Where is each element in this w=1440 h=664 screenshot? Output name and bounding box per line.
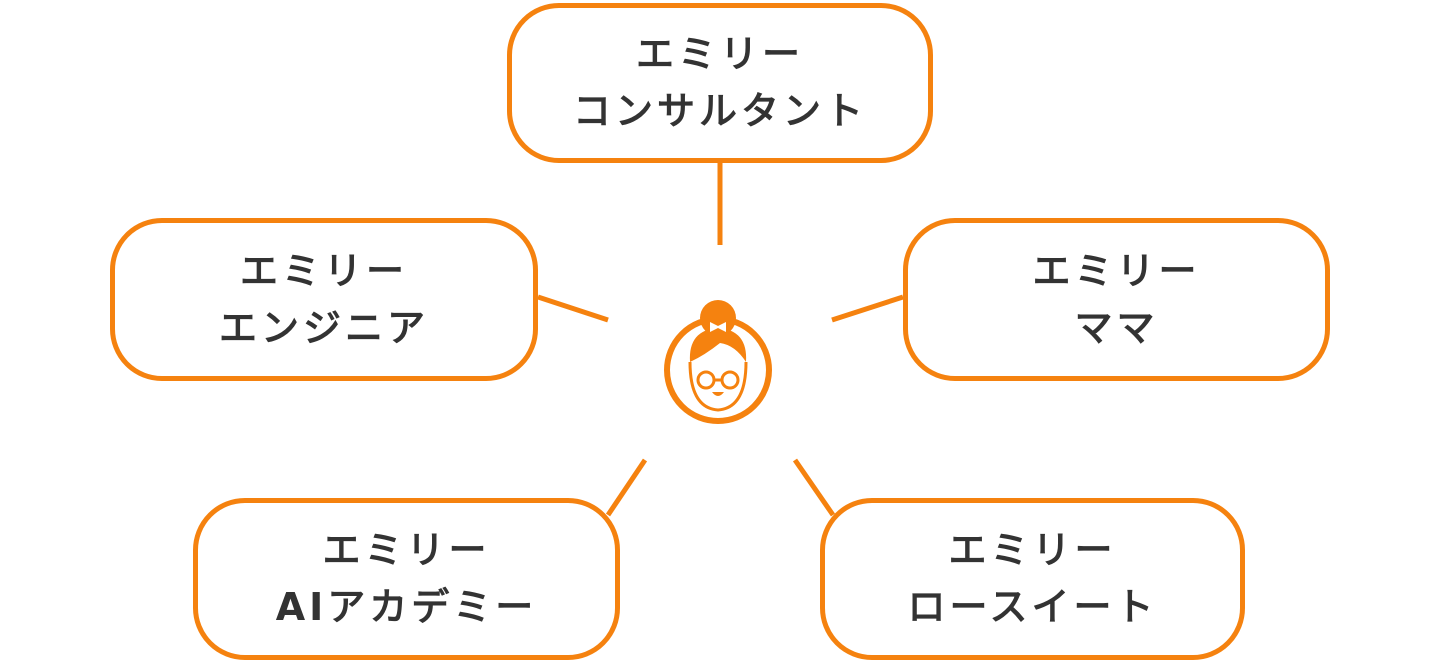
node-engineer: エミリー エンジニア	[110, 218, 538, 381]
node-ai-academy: エミリー AIアカデミー	[193, 498, 620, 660]
node-subtitle: AIアカデミー	[275, 585, 538, 629]
connector-right	[831, 294, 904, 323]
node-title: エミリー	[1032, 248, 1201, 293]
node-subtitle: コンサルタント	[572, 89, 867, 133]
node-subtitle: ロースイート	[907, 585, 1158, 629]
node-title: エミリー	[239, 248, 408, 293]
emily-avatar-icon	[664, 300, 772, 424]
node-mama: エミリー ママ	[903, 218, 1330, 381]
connector-left	[537, 294, 609, 323]
connector-bottom-left	[605, 458, 648, 517]
node-subtitle: エンジニア	[218, 305, 429, 350]
node-title: エミリー	[322, 528, 491, 572]
node-title: エミリー	[635, 32, 804, 76]
node-law-suite: エミリー ロースイート	[820, 498, 1245, 660]
node-subtitle: ママ	[1074, 305, 1159, 350]
node-title: エミリー	[948, 528, 1117, 572]
connector-bottom-right	[792, 458, 836, 517]
node-consultant: エミリー コンサルタント	[507, 3, 933, 163]
